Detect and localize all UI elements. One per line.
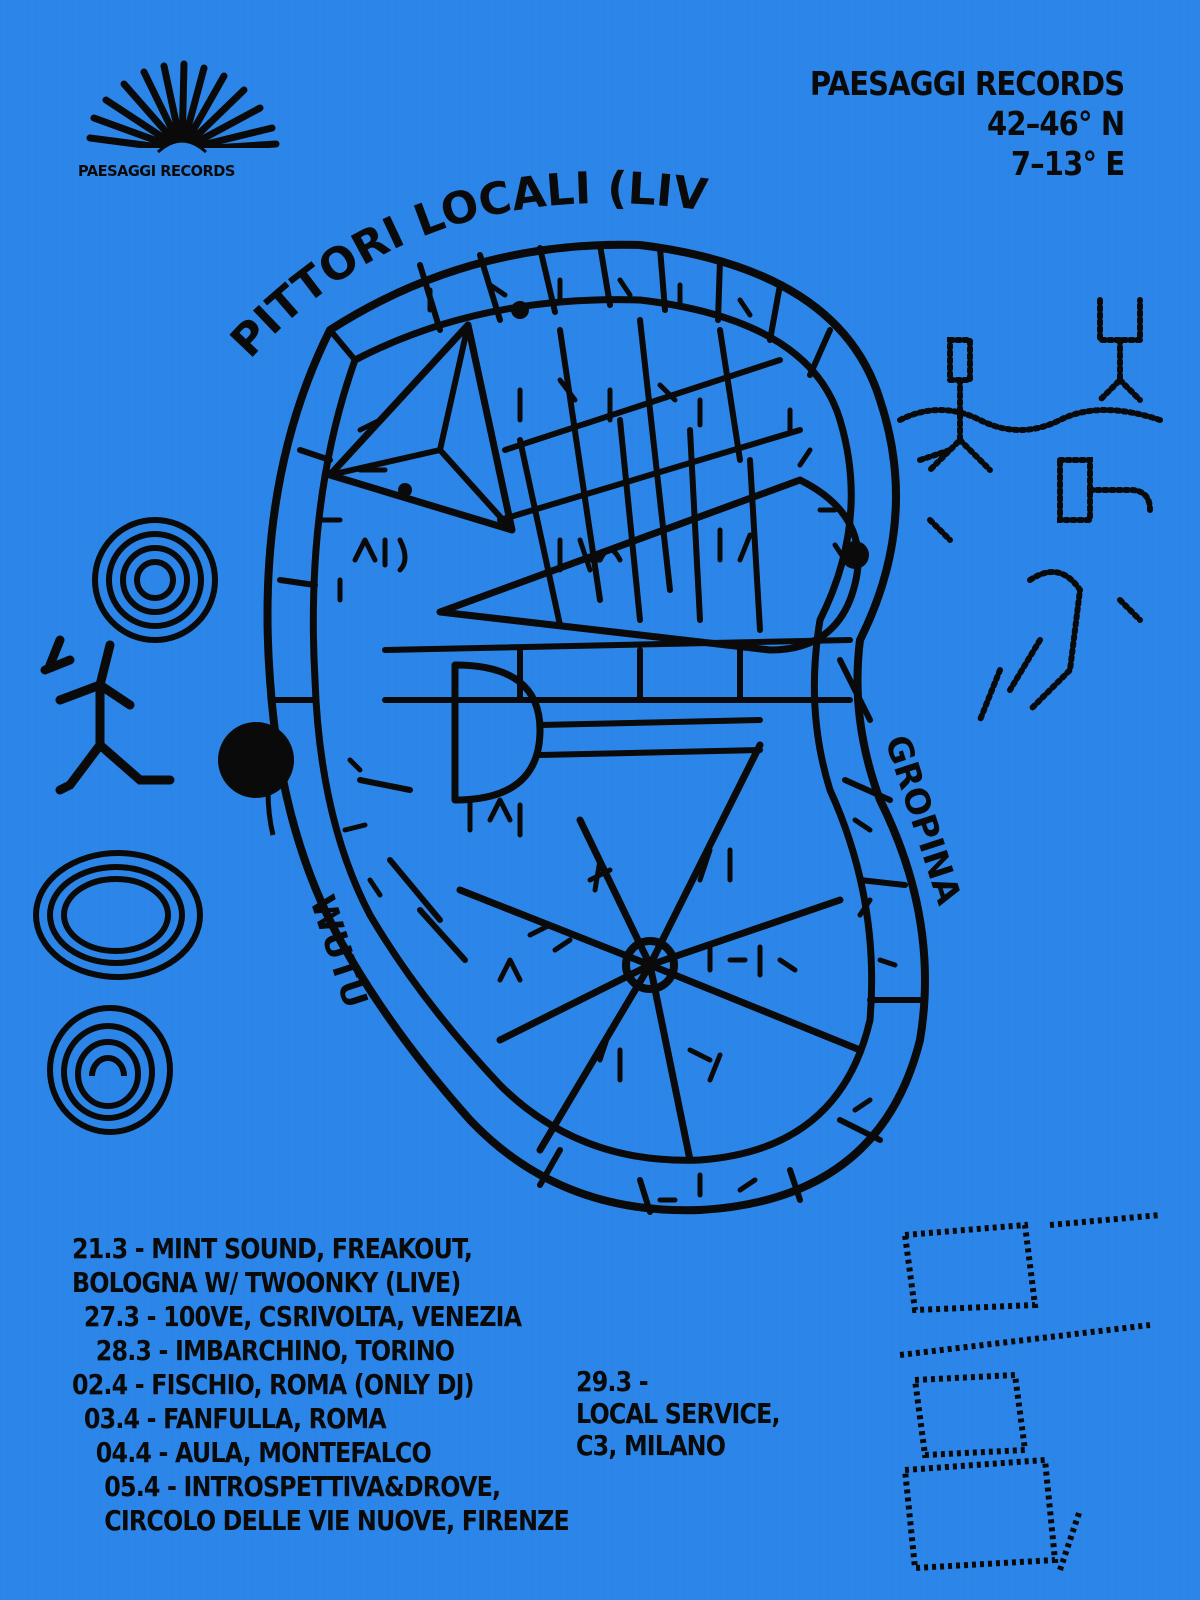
- tour-date-row: 28.3 - IMBARCHINO, TORINO: [95, 1334, 455, 1367]
- figure-petroglyph-icon: [40, 635, 175, 795]
- ear-inner-outline: [309, 296, 876, 1164]
- header-longitude: 7–13° E: [1010, 144, 1125, 183]
- tour-date-row: BOLOGNA W/ TWOONKY (LIVE): [72, 1266, 461, 1299]
- d-shape-field: [451, 661, 544, 804]
- spiral-petroglyph-icon: [92, 517, 219, 643]
- tour-date-row: 04.4 - AULA, MONTEFALCO: [95, 1436, 432, 1469]
- header-info: PAESAGGI RECORDS 42–46° N 7–13° E: [809, 64, 1125, 184]
- ear-map-drawing: [263, 240, 929, 1215]
- drip-dot-icon: [218, 722, 294, 836]
- side-date-line: LOCAL SERVICE,: [576, 1397, 781, 1430]
- side-date-line: 29.3 -: [576, 1365, 649, 1398]
- labyrinth-petroglyph-icon: [47, 1005, 174, 1135]
- figures-petroglyph-icon: [897, 297, 1163, 723]
- label-logo: PAESAGGI RECORDS: [72, 60, 292, 190]
- tour-date-row: CIRCOLO DELLE VIE NUOVE, FIRENZE: [104, 1504, 570, 1537]
- tour-date-row: 03.4 - FANFULLA, ROMA: [83, 1402, 387, 1435]
- logo-text: PAESAGGI RECORDS: [78, 162, 235, 180]
- tour-date-row: 21.3 - MINT SOUND, FREAKOUT,: [72, 1232, 473, 1265]
- tour-date-row: 27.3 - 100VE, CSRIVOLTA, VENEZIA: [83, 1300, 522, 1333]
- side-date-line: C3, MILANO: [576, 1429, 726, 1462]
- tomb-petroglyph-icon: [899, 1212, 1161, 1572]
- triangle-field: [326, 321, 516, 534]
- ear-outer-outline: [263, 240, 929, 1215]
- tour-date-row: 05.4 - INTROSPETTIVA&DROVE,: [104, 1470, 501, 1503]
- wheel-hub: [622, 937, 678, 993]
- wedge-field: [436, 476, 862, 654]
- tour-dates-list: 21.3 - MINT SOUND, FREAKOUT, BOLOGNA W/ …: [72, 1232, 570, 1538]
- sunrise-rays-icon: [82, 60, 282, 158]
- side-tour-date: 29.3 - LOCAL SERVICE, C3, MILANO: [576, 1365, 781, 1462]
- tour-date-row: 02.4 - FISCHIO, ROMA (ONLY DJ): [72, 1368, 475, 1401]
- header-label: PAESAGGI RECORDS: [809, 64, 1125, 103]
- header-latitude: 42–46° N: [986, 104, 1125, 143]
- ring-petroglyph-icon: [33, 850, 203, 980]
